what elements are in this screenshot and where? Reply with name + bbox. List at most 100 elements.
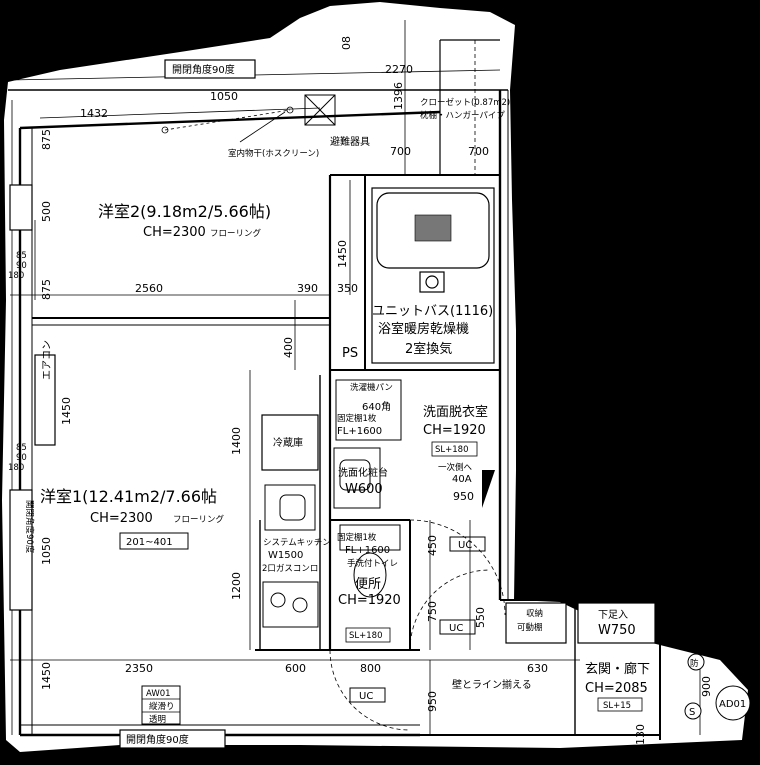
fridge-label: 冷蔵庫: [273, 436, 303, 449]
kitchen-width: W1500: [268, 550, 303, 561]
dim-2560: 2560: [135, 282, 163, 295]
wall-align-label: 壁とライン揃える: [452, 678, 532, 691]
vanity-width: W600: [345, 482, 383, 497]
toilet: [339, 524, 401, 598]
fire-mark-label: 防: [690, 658, 699, 669]
dimension-labels: 2270 1050 1432 1396 875 500 85 90 180 87…: [8, 36, 713, 745]
washer-size: 640角: [362, 401, 391, 413]
dim-180-a: 180: [8, 271, 24, 281]
window-top-label: 開閉角度90度: [172, 63, 235, 76]
kitchen: [262, 484, 319, 628]
dim-1450-a: 1450: [336, 240, 349, 268]
room2-name: 洋室2(9.18m2/5.66帖): [98, 202, 271, 221]
dim-2270: 2270: [385, 63, 413, 76]
dim-950-b: 950: [426, 691, 439, 712]
bath-name: ユニットバス(1116): [372, 304, 493, 319]
room1-name: 洋室1(12.41m2/7.66帖: [40, 487, 217, 506]
uc-label-3: UC: [359, 691, 373, 702]
kitchen-label: システムキッチン: [263, 538, 331, 548]
s-mark: S: [684, 702, 702, 720]
s-mark-label: S: [689, 707, 695, 718]
dim-390: 390: [297, 282, 318, 295]
window-bottom-label: 開閉角度90度: [126, 733, 189, 746]
dim-90-a: 90: [16, 261, 27, 271]
window-type1: 縦滑り: [149, 701, 175, 712]
dim-1450-c: 1450: [40, 662, 53, 690]
closet-name: クローゼット(0.87m2): [420, 97, 510, 108]
window-left-small: [9, 184, 33, 231]
shoe-box: 下足入 W750: [577, 602, 656, 644]
dim-1200: 1200: [230, 572, 243, 600]
fridge: 冷蔵庫: [261, 414, 319, 471]
washer-label: 洗濯機パン: [350, 382, 393, 393]
entrance-sl-box: SL+15: [597, 697, 643, 712]
washer-pan: [335, 379, 402, 441]
dim-1050-left: 1050: [40, 537, 53, 565]
uc-box-2: UC: [439, 619, 476, 635]
vanity: [333, 447, 381, 509]
kitchen-stove: 2口ガスコンロ: [262, 563, 318, 574]
unit-bath: [371, 187, 495, 364]
aircon-label: エアコン: [42, 340, 53, 380]
entrance-sl: SL+15: [603, 701, 631, 711]
dim-180-b: 180: [8, 463, 24, 473]
door-code-mark: AD01: [715, 685, 751, 721]
window-left: 開閉角度90度: [9, 489, 35, 611]
wash-sl-box: SL+180: [431, 441, 478, 457]
dim-630: 630: [527, 662, 548, 675]
bath-dryer: 浴室暖房乾燥機: [378, 321, 469, 337]
bath-vent: 2室換気: [405, 341, 452, 357]
toilet-fl: FL+1600: [345, 545, 390, 556]
breaker-amp: 40A: [452, 474, 472, 485]
dim-85-a: 85: [16, 251, 27, 261]
dim-2350: 2350: [125, 662, 153, 675]
dim-90-b: 90: [16, 453, 27, 463]
toilet-fix: 固定棚1枚: [337, 532, 377, 543]
storage-label: 収納: [526, 608, 543, 619]
uc-box-3: UC: [349, 687, 386, 703]
window-type2: 透明: [149, 714, 166, 725]
dim-1400: 1400: [230, 427, 243, 455]
dim-85-b: 85: [16, 443, 27, 453]
toilet-ch: CH=1920: [338, 593, 401, 608]
storage-shelf: 可動棚: [517, 622, 543, 633]
dim-500: 500: [40, 201, 53, 222]
dim-800: 800: [360, 662, 381, 675]
washer-fl: FL+1600: [337, 426, 382, 437]
storage-box: 収納 可動棚: [505, 602, 567, 644]
window-code: AW01: [146, 689, 171, 699]
dim-600: 600: [285, 662, 306, 675]
dim-875-b: 875: [40, 279, 53, 300]
uc-label-2: UC: [449, 623, 463, 634]
dim-875-a: 875: [40, 129, 53, 150]
dim-950-a: 950: [453, 490, 474, 503]
toilet-sink: 手洗付トイレ: [347, 558, 398, 569]
door-swings: [329, 519, 506, 731]
shoe-width: W750: [598, 623, 636, 638]
breaker-mark: [482, 470, 495, 508]
room1-units: 201~401: [126, 537, 173, 548]
wash-ch: CH=1920: [423, 423, 486, 438]
closet-detail: 枕棚・ハンガーパイプ: [420, 110, 505, 121]
dim-550: 550: [474, 607, 487, 628]
entrance-ch: CH=2085: [585, 681, 648, 696]
indoor-dryer-label: 室内物干(ホスクリーン): [228, 148, 319, 159]
breaker-label: 一次側へ: [438, 462, 473, 473]
dim-08: 08: [340, 36, 353, 50]
uc-label-1: UC: [458, 540, 472, 551]
room1-ch: CH=2300: [90, 511, 153, 526]
ps-label: PS: [342, 346, 358, 361]
wash-sl: SL+180: [435, 445, 468, 455]
dim-400: 400: [282, 337, 295, 358]
window-bottom: 開閉角度90度: [119, 729, 226, 749]
window-left-label: 開閉角度90度: [24, 500, 35, 554]
paper-shape: [2, 2, 748, 752]
window-code-box: AW01 縦滑り 透明: [141, 685, 181, 725]
room2-ch: CH=2300: [143, 225, 206, 240]
dim-350: 350: [337, 282, 358, 295]
toilet-name: 便所: [355, 577, 381, 592]
dim-1450-b: 1450: [60, 397, 73, 425]
dim-130: 130: [634, 724, 647, 745]
window-top: 開閉角度90度: [164, 59, 256, 79]
room1-floor: フローリング: [173, 514, 225, 525]
